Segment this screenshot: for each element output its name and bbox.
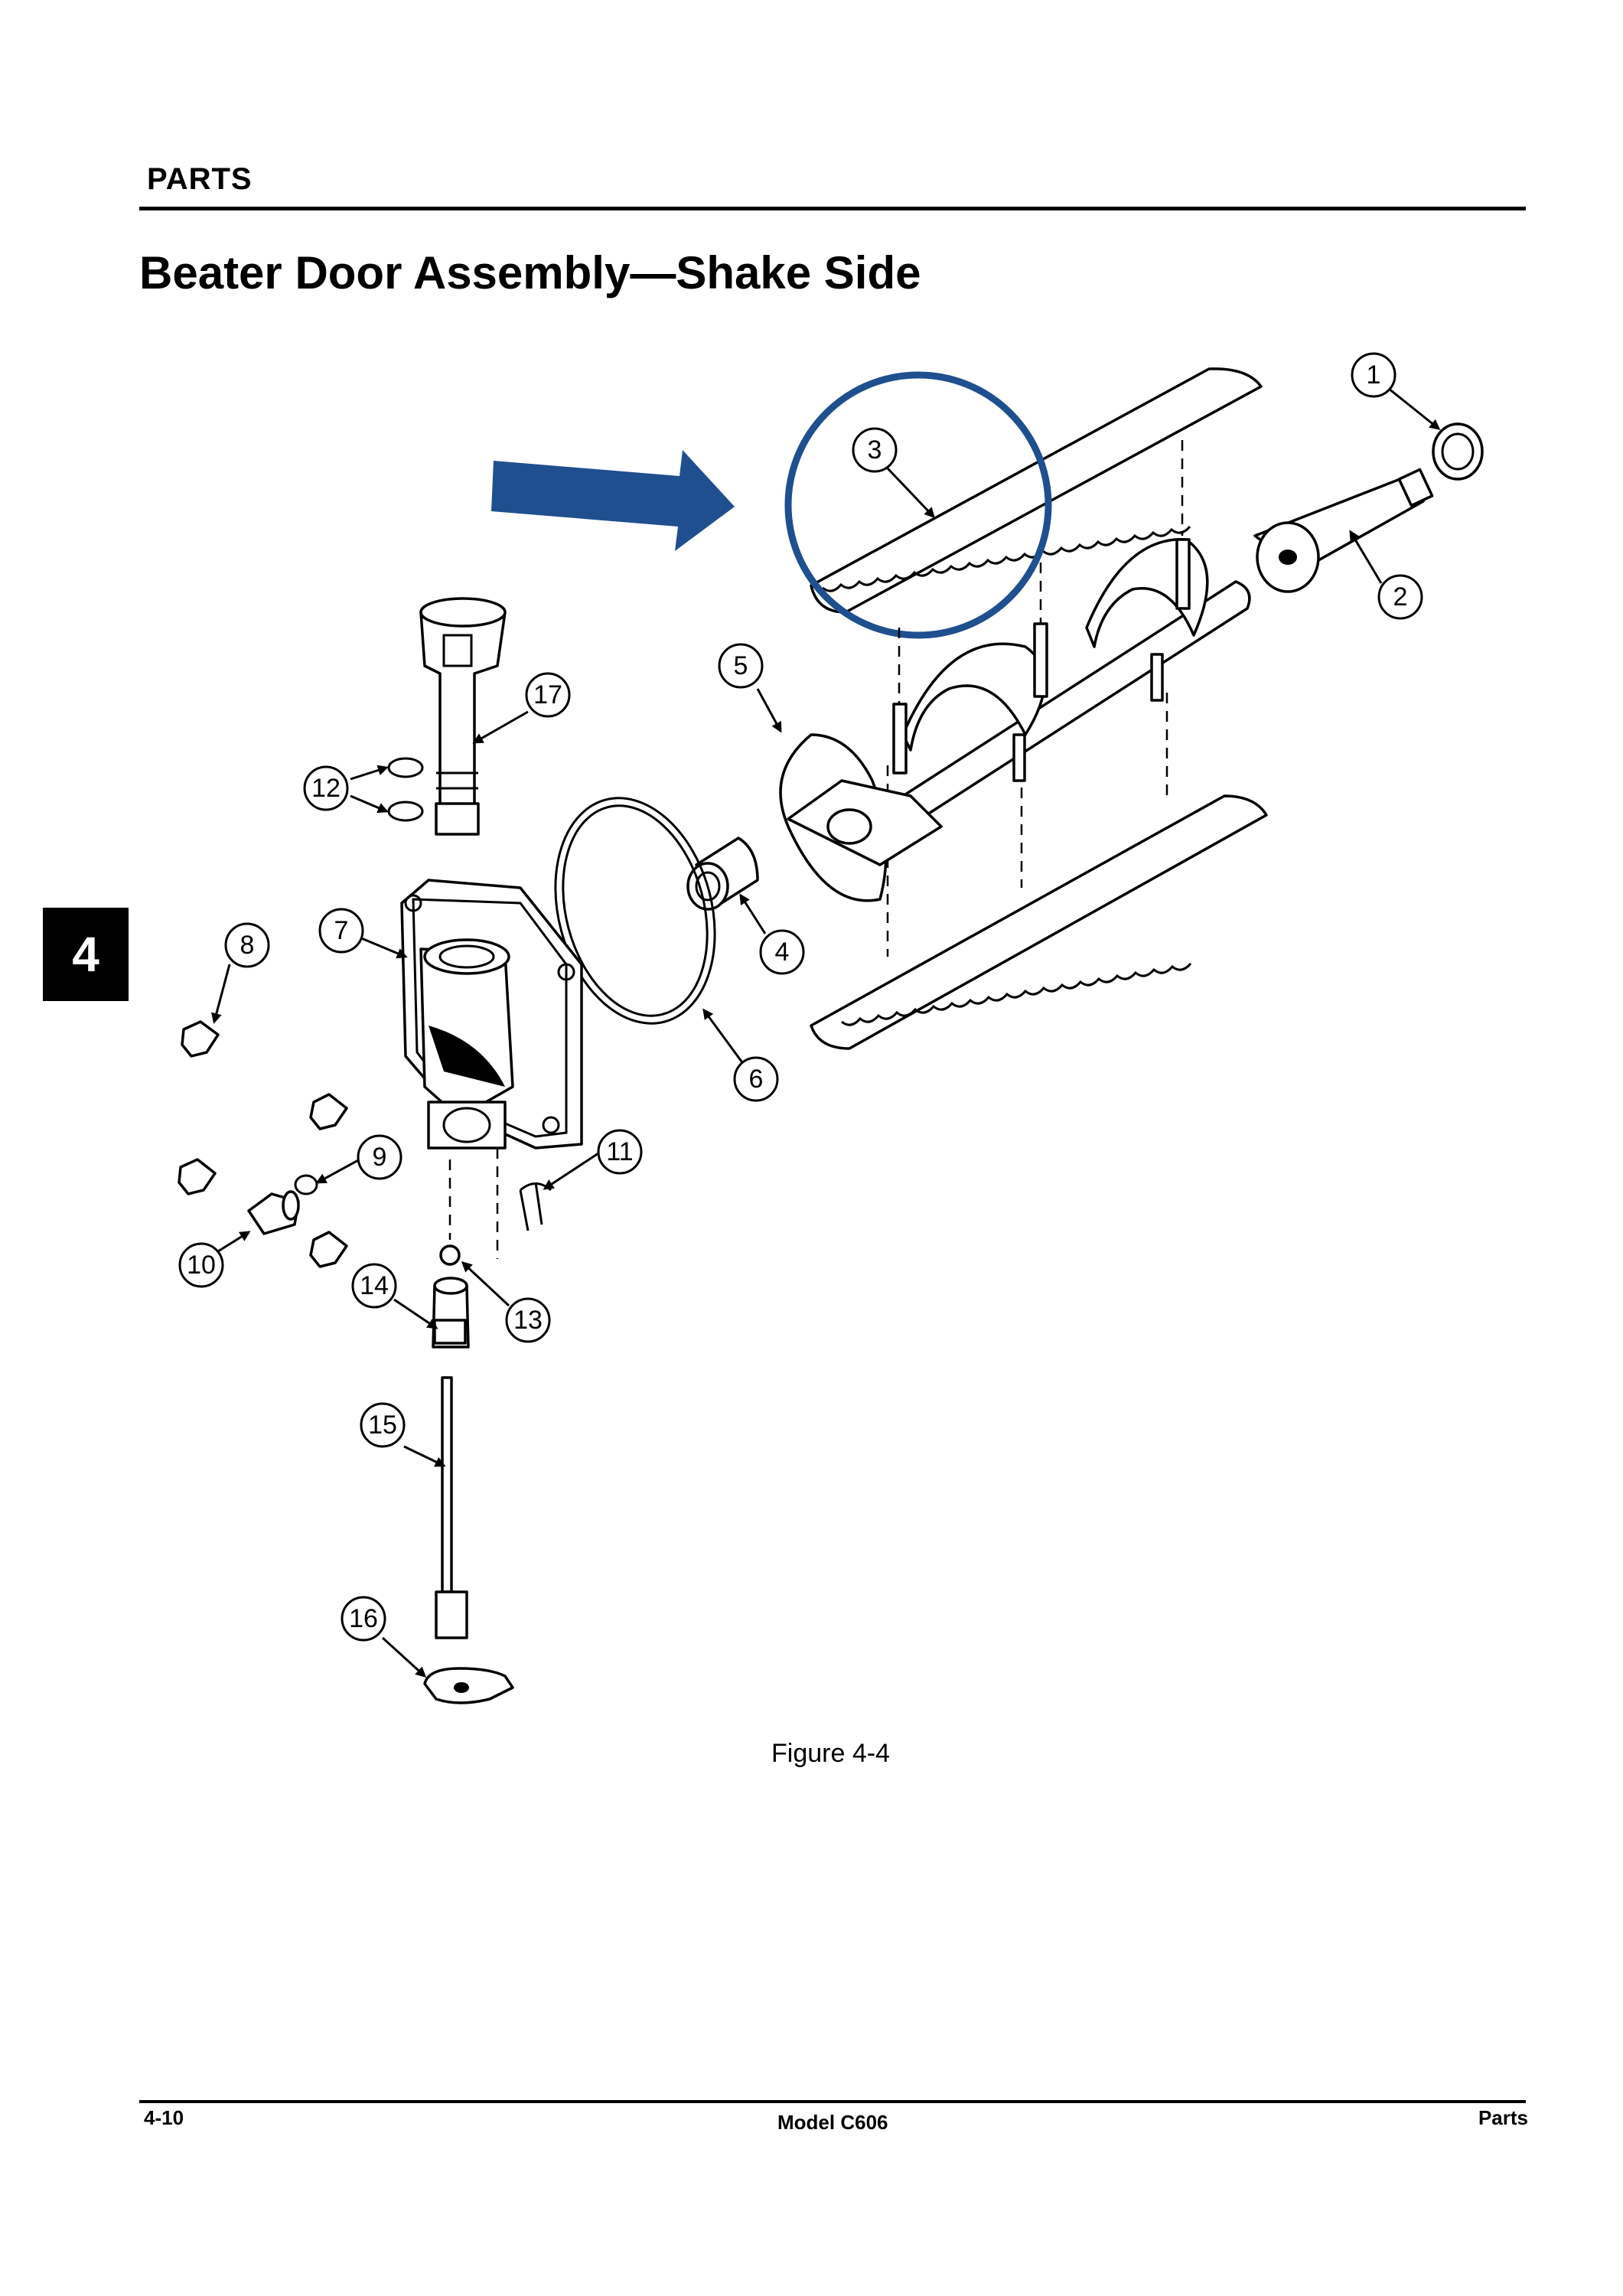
pivot-pin: [435, 1376, 468, 1639]
svg-text:15: 15: [368, 1411, 397, 1440]
callout-11: 11: [597, 1129, 643, 1175]
scraper-blade-upper: [810, 367, 1263, 614]
callout-4: 4: [759, 929, 805, 975]
header-rule: [139, 207, 1526, 210]
svg-text:2: 2: [1393, 582, 1408, 612]
footer-model: Model C606: [777, 2111, 888, 2134]
svg-text:12: 12: [311, 774, 341, 803]
svg-text:14: 14: [360, 1271, 389, 1300]
svg-text:9: 9: [373, 1143, 387, 1172]
callout-9: 9: [357, 1134, 402, 1180]
drive-shaft: [1253, 468, 1434, 593]
callout-6: 6: [733, 1056, 779, 1102]
footer-rule: [139, 2100, 1526, 2103]
svg-text:17: 17: [533, 680, 562, 709]
handle-screws: [178, 1020, 348, 1268]
door-body: [400, 879, 583, 1150]
door-gasket: [554, 797, 716, 1025]
valve-piston: [432, 1244, 470, 1349]
highlight-arrow: [491, 450, 735, 551]
svg-text:11: 11: [606, 1137, 633, 1166]
callout-2: 2: [1377, 574, 1423, 620]
svg-text:4: 4: [775, 938, 790, 967]
rear-shoe: [779, 733, 943, 902]
callout-7: 7: [318, 908, 364, 954]
highlight-circle: [784, 371, 1052, 639]
scraper-blade-lower: [810, 794, 1268, 1050]
callout-15: 15: [360, 1402, 406, 1448]
callout-17: 17: [525, 672, 571, 718]
valve-o-rings: [387, 757, 424, 822]
callout-12: 12: [303, 765, 349, 811]
svg-text:7: 7: [334, 916, 349, 945]
shaft-seal: [1432, 422, 1484, 481]
callout-13: 13: [505, 1297, 551, 1343]
handle-cap: [423, 1667, 514, 1704]
callout-1: 1: [1351, 352, 1396, 398]
section-label: PARTS: [147, 162, 253, 196]
draw-valve: [419, 597, 507, 836]
svg-text:8: 8: [240, 931, 255, 960]
svg-text:6: 6: [749, 1065, 764, 1094]
page-number: 4-10: [144, 2106, 184, 2129]
exploded-parts-diagram: 1 2 3 4 5 6 7 8 9 10 11 12 13 14 15 16 1…: [178, 352, 1484, 1704]
footer-section: Parts: [1478, 2106, 1528, 2129]
spring-pin: [519, 1182, 552, 1231]
svg-text:16: 16: [349, 1604, 378, 1633]
callout-8: 8: [224, 922, 270, 968]
callout-16: 16: [341, 1596, 386, 1642]
callout-5: 5: [718, 643, 764, 689]
svg-text:13: 13: [513, 1306, 543, 1335]
svg-text:5: 5: [734, 651, 748, 680]
callout-14: 14: [351, 1263, 397, 1309]
svg-text:3: 3: [868, 435, 882, 465]
beater-assembly: [892, 538, 1251, 824]
callout-3: 3: [852, 427, 898, 473]
callout-10: 10: [178, 1242, 224, 1288]
chapter-tab: 4: [43, 908, 129, 1001]
bearing-bushing: [686, 837, 759, 911]
callout-leaders: [211, 387, 1441, 1678]
figure-caption: Figure 4-4: [771, 1739, 890, 1768]
prime-plug: [247, 1174, 318, 1235]
svg-text:10: 10: [187, 1251, 216, 1280]
svg-text:1: 1: [1367, 360, 1381, 390]
page-title: Beater Door Assembly—Shake Side: [139, 247, 921, 298]
